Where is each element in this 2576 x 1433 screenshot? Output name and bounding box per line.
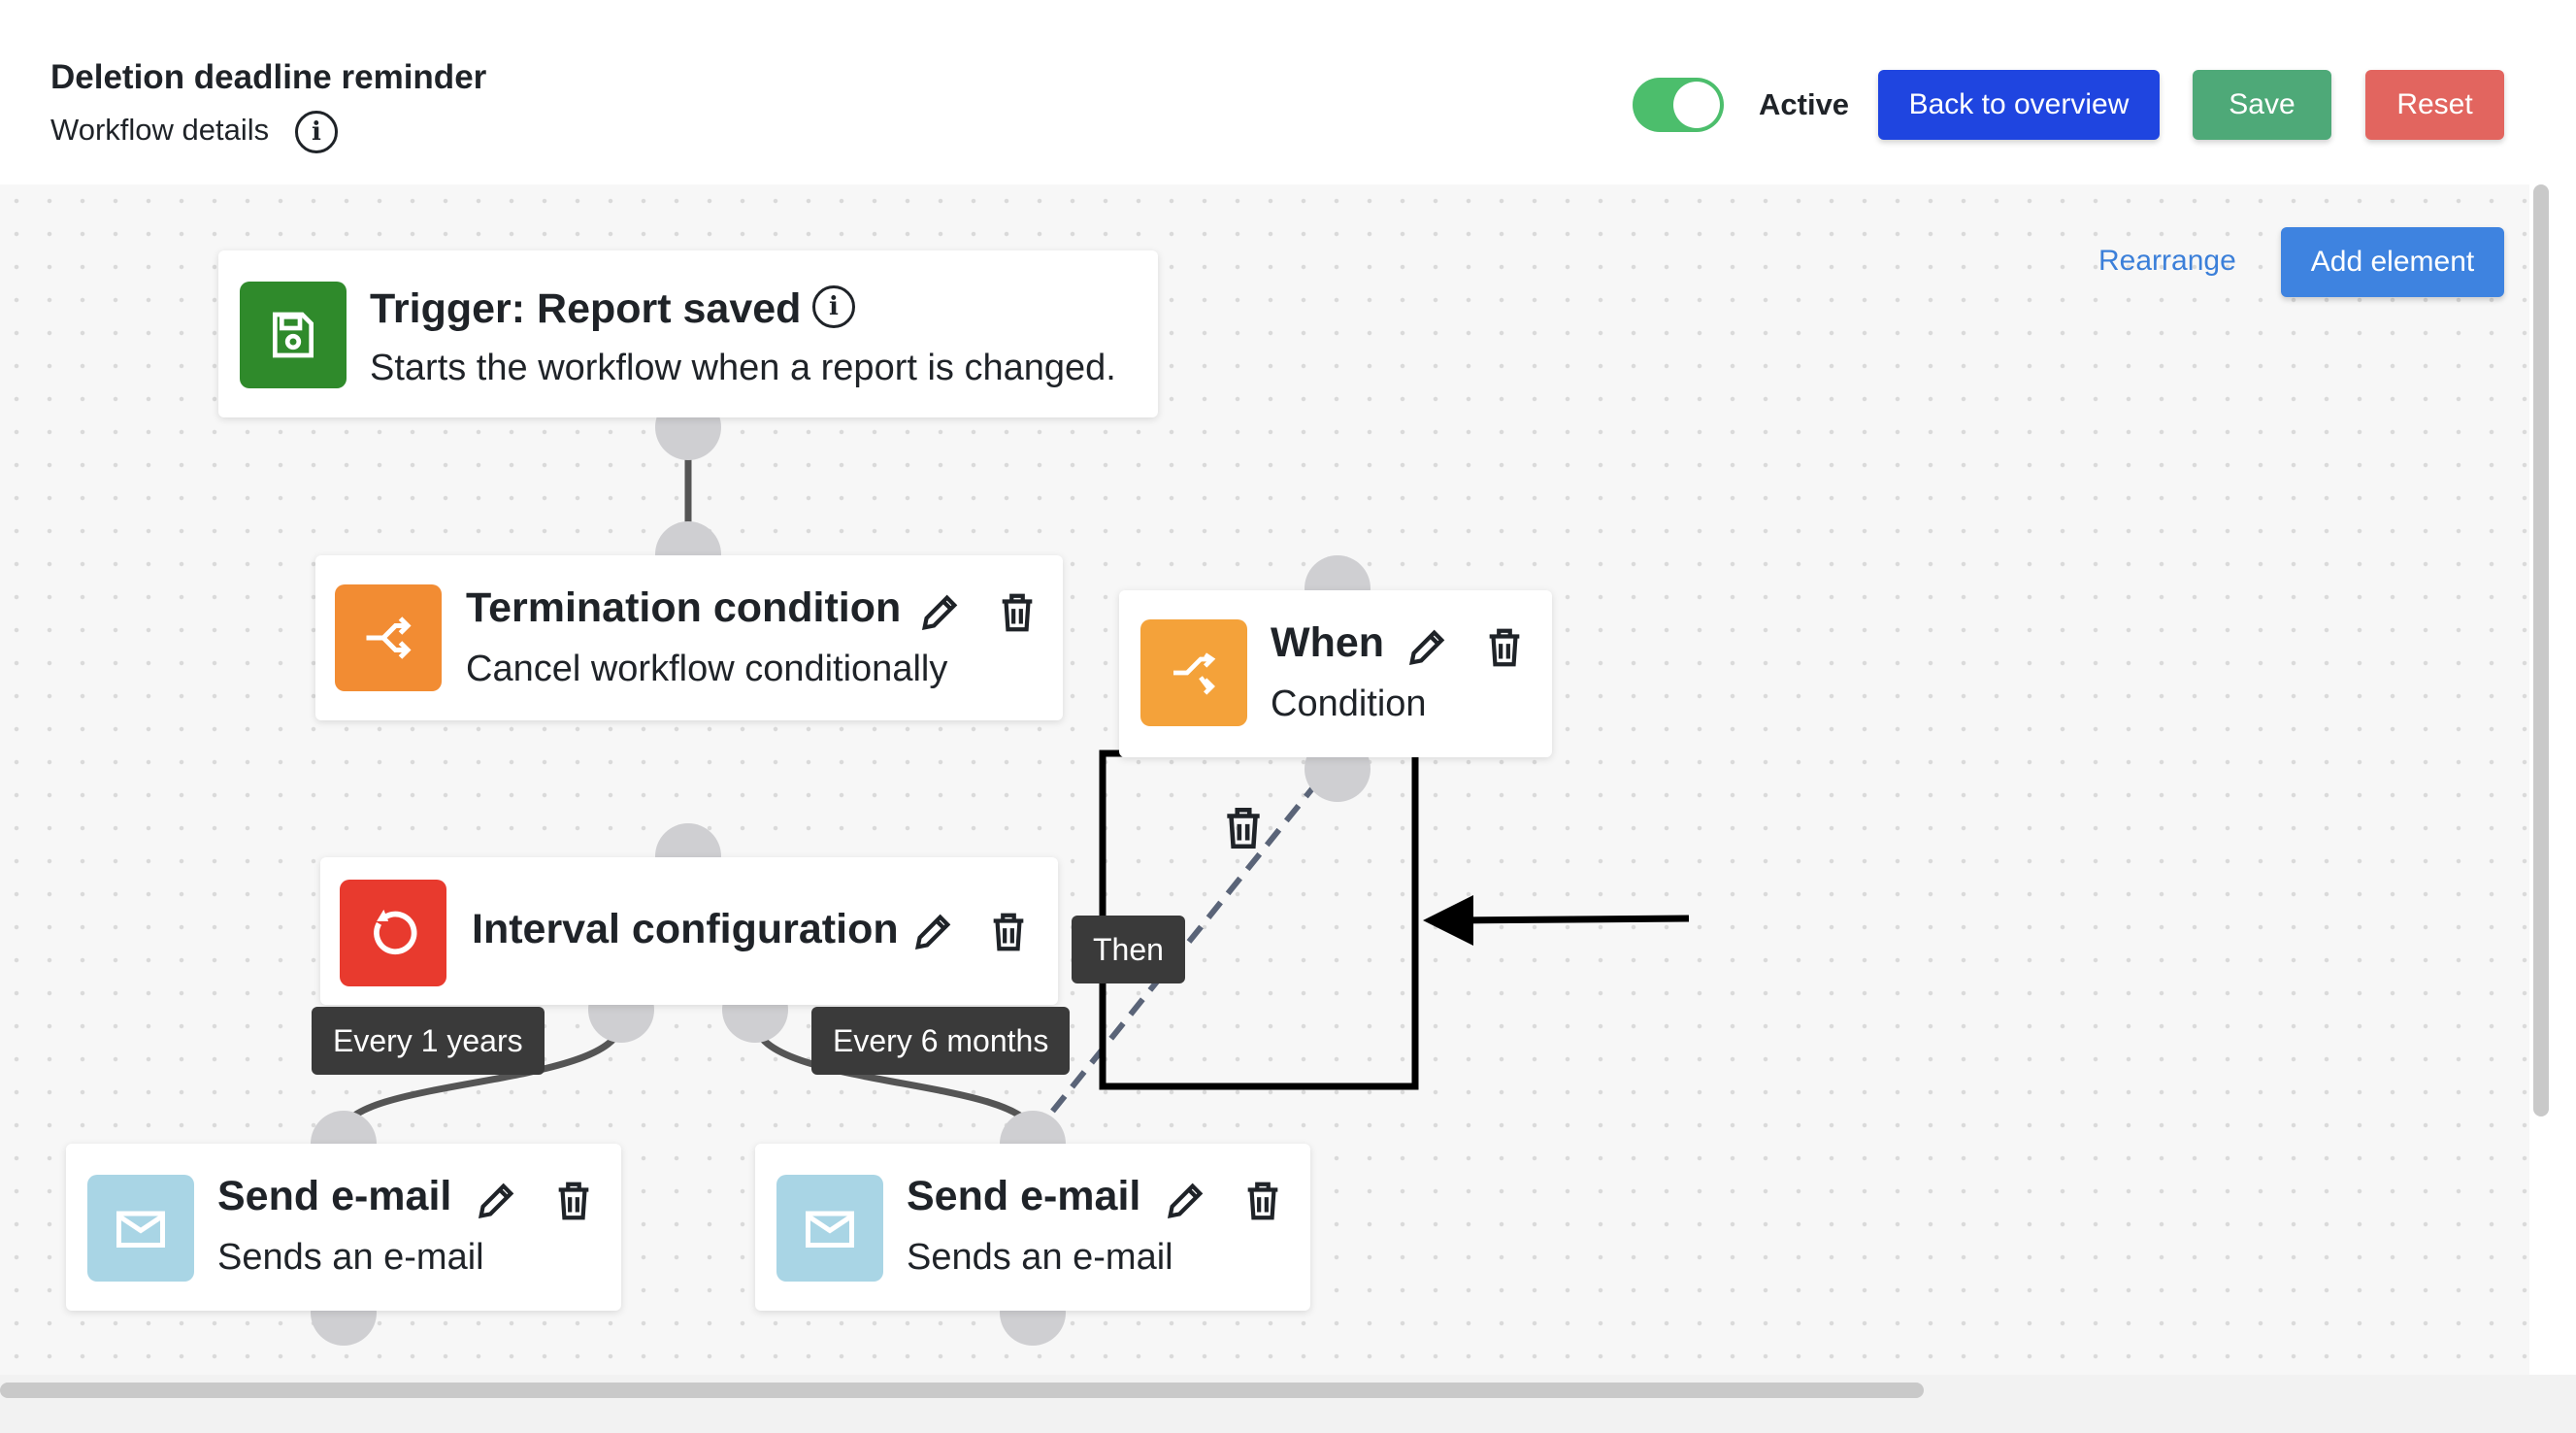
save-button[interactable]: Save xyxy=(2193,70,2331,140)
interval-node[interactable]: Interval configuration xyxy=(320,857,1058,1005)
add-element-button[interactable]: Add element xyxy=(2281,227,2504,297)
interval-title: Interval configuration xyxy=(472,906,899,952)
refresh-icon xyxy=(340,880,446,986)
header: Deletion deadline reminder Workflow deta… xyxy=(0,0,2576,184)
when-node[interactable]: When Condition xyxy=(1119,590,1552,757)
send-email-node-1[interactable]: Send e-mail Sends an e-mail xyxy=(66,1144,621,1311)
edge-when-email2-dashed xyxy=(1030,755,1340,1138)
reset-button[interactable]: Reset xyxy=(2365,70,2504,140)
edge-label-every-6-months[interactable]: Every 6 months xyxy=(811,1007,1071,1075)
branch-icon xyxy=(335,584,442,691)
info-icon[interactable]: i xyxy=(295,111,338,153)
trash-icon[interactable] xyxy=(1240,1179,1285,1223)
trash-icon[interactable] xyxy=(551,1179,596,1223)
edit-pencil-icon[interactable] xyxy=(474,1179,518,1223)
shuffle-icon xyxy=(1140,619,1247,726)
annotation-arrow-head xyxy=(1423,895,1473,946)
email2-desc: Sends an e-mail xyxy=(907,1237,1173,1278)
workflow-details-label: Workflow details xyxy=(50,113,270,147)
edit-pencil-icon[interactable] xyxy=(917,590,962,635)
edge-interval-email2 xyxy=(751,1020,1037,1133)
annotation-arrow-shaft xyxy=(1455,915,1690,924)
rearrange-link[interactable]: Rearrange xyxy=(2098,245,2236,277)
trash-icon[interactable] xyxy=(986,910,1031,954)
when-title: When xyxy=(1271,619,1385,666)
trash-icon[interactable] xyxy=(1482,625,1527,670)
trigger-info-icon[interactable]: i xyxy=(812,285,855,328)
workflow-title: Deletion deadline reminder xyxy=(50,58,487,96)
back-to-overview-button[interactable]: Back to overview xyxy=(1878,70,2160,140)
trigger-desc: Starts the workflow when a report is cha… xyxy=(370,348,1116,388)
send-email-node-2[interactable]: Send e-mail Sends an e-mail xyxy=(755,1144,1310,1311)
edit-pencil-icon[interactable] xyxy=(1404,625,1449,670)
edge-label-then[interactable]: Then xyxy=(1072,916,1185,983)
edit-pencil-icon[interactable] xyxy=(1163,1179,1207,1223)
when-desc: Condition xyxy=(1271,683,1427,724)
trash-icon[interactable] xyxy=(995,590,1040,635)
active-toggle[interactable] xyxy=(1633,78,1724,132)
toggle-knob xyxy=(1673,82,1720,128)
termination-node[interactable]: Termination condition Cancel workflow co… xyxy=(315,555,1063,720)
edit-pencil-icon[interactable] xyxy=(910,910,955,954)
trigger-node[interactable]: Trigger: Report saved i Starts the workf… xyxy=(218,250,1158,417)
trigger-title: Trigger: Report saved xyxy=(370,285,802,332)
termination-title: Termination condition xyxy=(466,584,902,631)
floppy-disk-icon xyxy=(240,282,347,388)
email1-title: Send e-mail xyxy=(217,1173,452,1219)
edge-label-every-1-years[interactable]: Every 1 years xyxy=(312,1007,545,1075)
email1-desc: Sends an e-mail xyxy=(217,1237,484,1278)
vertical-scrollbar[interactable] xyxy=(2533,184,2549,1116)
active-label: Active xyxy=(1759,87,1850,121)
envelope-icon xyxy=(87,1175,194,1282)
email2-title: Send e-mail xyxy=(907,1173,1141,1219)
delete-edge-trash-icon[interactable] xyxy=(1219,804,1268,852)
edge-interval-email1 xyxy=(340,1020,625,1133)
horizontal-scrollbar[interactable] xyxy=(0,1383,1924,1398)
termination-desc: Cancel workflow conditionally xyxy=(466,649,948,689)
envelope-icon xyxy=(776,1175,883,1282)
